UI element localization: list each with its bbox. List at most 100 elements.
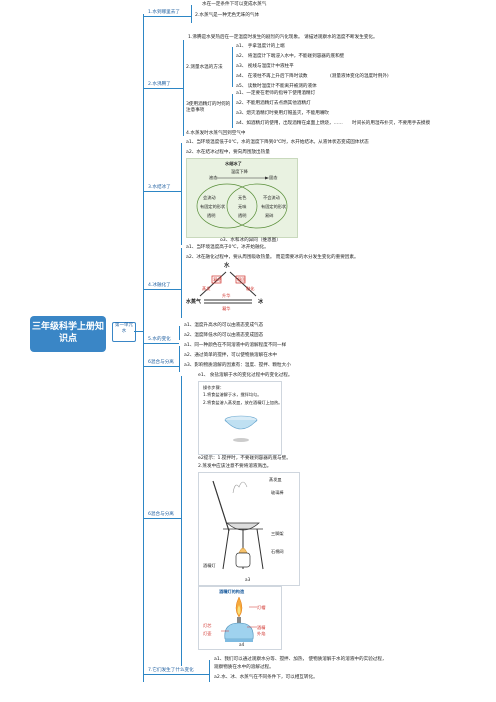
sub1-item-4: a4、 在液柱不再上升后下降时读数 (236, 74, 308, 79)
branch-3-underline (143, 191, 181, 192)
venn-left-title: 液态 (209, 175, 218, 180)
branch-6-item-3: a3、影响物质溶解的因素有：温度、搅拌、颗粒大小 (184, 363, 291, 368)
cycle-evap: 蒸发 (202, 286, 211, 291)
branch-1-underline (143, 16, 191, 17)
sub1-item-1: a1、 手拿温度计的上端 (236, 44, 285, 49)
branch-1-item-1: 水在一定条件下可以变成水蒸气 (202, 2, 267, 7)
unit-title: 第一单元水 (115, 323, 133, 334)
branch-3-item-2: a2、水在结冰过程中，要向周围放出热量 (186, 150, 270, 155)
sub2-item-1: a1、一定要在老师的指导下使用酒精灯 (236, 91, 316, 96)
venn-diagram: 水结冰了 温度下降 液态 固态 会流动 有固定的形状 透明 无色 无味 透明 不… (186, 158, 298, 238)
lamp-label-outer: 外焰 (257, 631, 266, 636)
branch-2-label: 2.水沸腾了 (148, 82, 171, 87)
cycle-vapor: 水蒸气 (186, 299, 202, 305)
cycle-sub: 升华 (222, 293, 231, 298)
venn-caption: o3、水和冰的异同（维恩图） (220, 238, 281, 243)
cycle-dep: 凝华 (222, 306, 231, 311)
lamp-label-alcohol: 酒精 (257, 625, 266, 630)
branch-5-item-2: a2、温度降低水的可以由液态变成固态 (184, 333, 264, 338)
step-1: 1.将食盐溶解于水，搅拌均匀。 (203, 392, 262, 397)
branch-4-item-2: a2、冰在融化过程中，要从周围吸收热量。 而是需要冰的水分发生变化的重要因素。 (186, 255, 359, 260)
alcohol-lamp-icon (221, 596, 257, 642)
branch-5-underline (143, 343, 179, 344)
branch-7-underline (143, 518, 181, 519)
branch-3-split (181, 143, 182, 245)
sub1-item-4-note: (测量液体变化的温度时例外) (330, 74, 389, 79)
branch-7-split (181, 376, 182, 666)
branch-8-item-3: a2.水、冰、水蒸气在不同条件下，可以相互转化。 (214, 675, 318, 680)
branch-8-split (209, 660, 210, 682)
sub1-item-5: a5、 读数时温度计不能离开被测的液体 (236, 84, 317, 89)
branch-4-underline (143, 289, 181, 290)
branch-3-item-1: a1、当环境温度低于0℃，水的温度下降到0℃时，水开始结冰。从液体状态变成固体状… (186, 140, 369, 145)
branch-4-item-1: a1、当环境温度高于0℃，冰开始融化。 (186, 245, 269, 250)
steps-title: 操作步骤： (203, 385, 224, 390)
branch-5-split (179, 326, 180, 340)
trunk-line (143, 14, 144, 682)
branch-4-split (181, 248, 182, 318)
note-2: 2.蒸发中应该注意不要将溶液溅出。 (198, 464, 272, 469)
venn-right-title: 固态 (269, 175, 278, 180)
branch-8-item-1: a1、我们可以通过观察水分等、搅拌、加热， 使物质溶解于水的溶液中的实验过程， (214, 657, 387, 662)
lamp-label-wick: 灯芯 (203, 623, 212, 628)
venn-mid-item-1: 无色 (238, 195, 247, 200)
steps-card: 操作步骤： 1.将食盐溶解于水，搅拌均匀。 2.将食盐溶入蒸发皿，放在酒精灯上加… (198, 381, 282, 455)
branch-2-head: 1.沸腾是水受热后在一定温度时发生的剧烈的汽化现象。 请描述观察水的温度不断发生… (188, 35, 378, 40)
fig-label-tripod: 三脚架 (271, 531, 284, 536)
venn-subtitle: 温度下降 (231, 169, 248, 174)
lamp-label-pot: 灯壶 (203, 631, 212, 636)
sub2-item-3: a3、熄灭酒精灯时要用灯帽盖灭，不能用嘴吹 (236, 111, 330, 116)
venn-right-item-3: 易碎 (265, 213, 274, 218)
water-cycle-diagram: 水 水蒸气 冰 蒸发 凝结 凝固 融化 升华 凝华 (186, 262, 270, 320)
fig-label-dish: 蒸发皿 (269, 477, 282, 482)
branch-3-label: 3.水结冰了 (148, 185, 171, 190)
venn-left-item-3: 透明 (207, 213, 216, 218)
sub1-item-3: a3、 视线与温度计中液柱平 (236, 64, 294, 69)
cycle-melt: 融化 (246, 286, 255, 291)
cycle-freeze: 凝固 (237, 277, 246, 282)
venn-right-item-2: 有固定的形状 (261, 204, 287, 209)
fig-label-lamp: 酒精灯 (203, 563, 216, 568)
fig-label-mesh: 石棉网 (271, 549, 284, 554)
venn-mid-item-2: 无味 (238, 204, 247, 209)
branch-2-underline (143, 88, 183, 89)
branch-1-item-2: 2.水蒸气是一种无色无味的气体 (195, 13, 260, 18)
cycle-arrows (199, 271, 257, 304)
note-1: e2提示：1.搅拌时，不要碰到容器的底与壁。 (198, 456, 291, 461)
sub2-item-5: 时间长的用湿布扑灭，不要用手去摸摸 (352, 121, 431, 126)
branch-7-label: 6混合与分离 (148, 512, 174, 517)
fig-label-rod: 玻璃棒 (271, 490, 284, 495)
sub1-item-2: a2、 将温度计下端浸入水中，不能碰到容器的底和壁 (236, 54, 345, 59)
venn-title: 水结冰了 (225, 161, 242, 166)
lamp-label-cap: 灯帽 (257, 605, 266, 610)
branch-2-split (183, 40, 184, 136)
venn-left-item-1: 会流动 (203, 195, 216, 200)
branch-2-sub2-split (232, 94, 233, 128)
branch-6-underline (143, 366, 179, 367)
venn-left-item-2: 有固定的形状 (200, 204, 226, 209)
branch-6-item-1: a1、同一种颜色在不同溶液中的溶解程度不同一样 (184, 343, 287, 348)
branch-5-item-1: a1、温度升高水的可以由液态变成气态 (184, 323, 264, 328)
branch-4-label: 4.冰融化了 (148, 283, 171, 288)
venn-right-item-1: 不会流动 (263, 195, 280, 200)
step-2: 2.将食盐溶入蒸发皿，放在酒精灯上加热。 (203, 400, 283, 405)
cycle-water: 水 (224, 263, 230, 269)
trunk-connector (134, 331, 143, 332)
branch-8-underline (143, 674, 209, 675)
branch-2-sub1-split (232, 47, 233, 87)
root-title: 三年级科学上册知识点 (31, 322, 104, 344)
branch-6-split (179, 346, 180, 372)
branch-1-label: 1.水到哪里去了 (148, 10, 180, 15)
branch-6-item-2: a2、通过简单的搅拌，可以使物质溶解在水中 (184, 353, 278, 358)
evaporation-apparatus-icon (212, 480, 264, 570)
lamp-figure: 酒精灯的构造 灯帽 灯芯 灯壶 酒精 外焰 a4 (198, 586, 282, 650)
branch-5-label: 5.水的变化 (148, 337, 171, 342)
branch-2-tail: 4.水蒸发时水蒸气回到空气中 (186, 131, 246, 136)
venn-mid-item-3: 透明 (238, 213, 247, 218)
evaporating-dish-icon (224, 415, 258, 442)
branch-6-label: 6混合与分离 (148, 360, 174, 365)
fig-caption: a3 (245, 577, 251, 582)
branch-2-sub1-label: 2.测量水温的方法 (186, 65, 223, 70)
branch-7-head: e1、 食盐溶解于水的变化过程中的变化过程。 (198, 373, 293, 378)
root-topic: 三年级科学上册知识点 (30, 316, 106, 352)
